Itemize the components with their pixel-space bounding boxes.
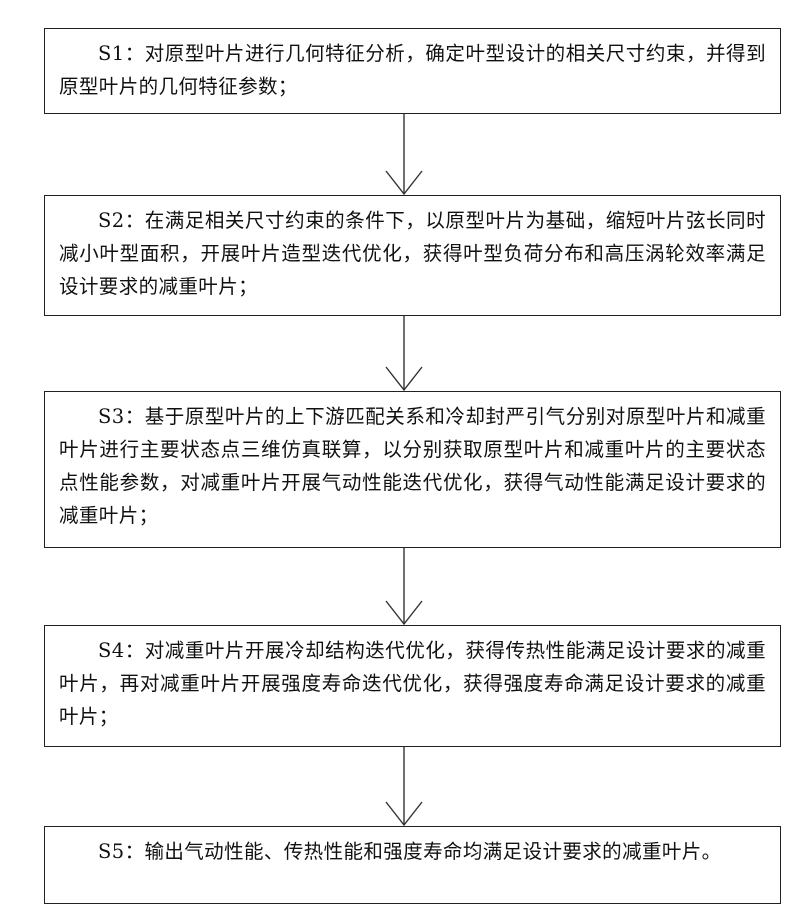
step-box-s3: S3：基于原型叶片的上下游匹配关系和冷却封严引气分别对原型叶片和减重叶片进行主要…: [44, 391, 781, 548]
arrow-s3-to-s4: [374, 548, 434, 625]
step-text-s1: S1：对原型叶片进行几何特征分析，确定叶型设计的相关尺寸约束，并得到原型叶片的几…: [59, 42, 766, 98]
step-box-s4: S4：对减重叶片开展冷却结构迭代优化，获得传热性能满足设计要求的减重叶片，再对减…: [44, 625, 781, 747]
step-text-s4: S4：对减重叶片开展冷却结构迭代优化，获得传热性能满足设计要求的减重叶片，再对减…: [59, 639, 766, 728]
step-box-s2: S2：在满足相关尺寸约束的条件下，以原型叶片为基础，缩短叶片弦长同时减小叶型面积…: [44, 195, 781, 316]
step-text-s3: S3：基于原型叶片的上下游匹配关系和冷却封严引气分别对原型叶片和减重叶片进行主要…: [59, 405, 766, 527]
arrow-s2-to-s3: [374, 316, 434, 391]
step-text-s2: S2：在满足相关尺寸约束的条件下，以原型叶片为基础，缩短叶片弦长同时减小叶型面积…: [59, 209, 766, 298]
step-box-s5: S5：输出气动性能、传热性能和强度寿命均满足设计要求的减重叶片。: [44, 826, 781, 904]
step-box-s1: S1：对原型叶片进行几何特征分析，确定叶型设计的相关尺寸约束，并得到原型叶片的几…: [44, 28, 781, 114]
step-text-s5: S5：输出气动性能、传热性能和强度寿命均满足设计要求的减重叶片。: [98, 840, 722, 863]
arrow-s4-to-s5: [374, 747, 434, 826]
arrow-s1-to-s2: [374, 114, 434, 195]
